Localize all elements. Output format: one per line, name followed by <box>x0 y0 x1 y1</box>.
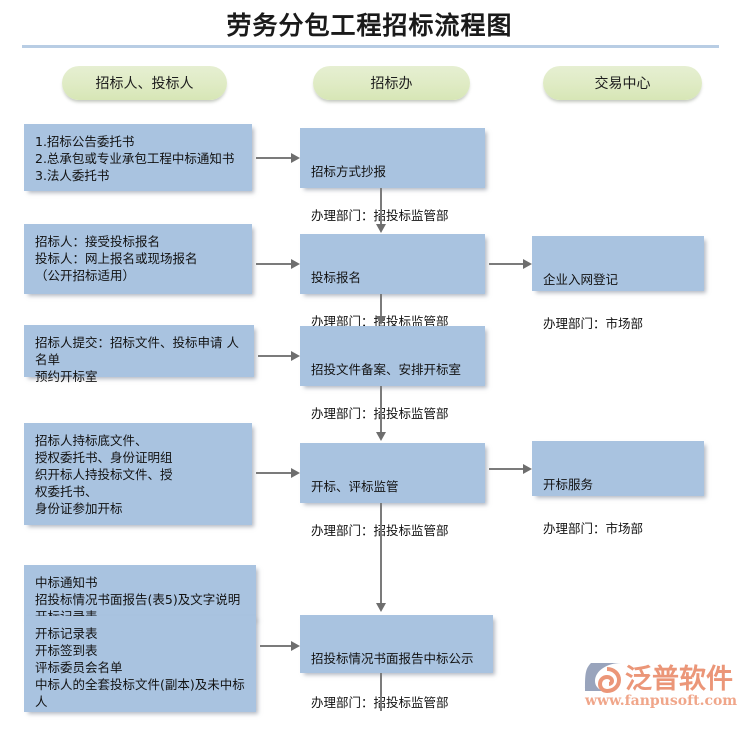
node-bidder-4[interactable]: 招标人持标底文件、 授权委托书、身份证明组 织开标人持投标文件、授 权委托书、 … <box>24 423 252 525</box>
node-center-2-line2: 办理部门：市场部 <box>543 521 644 536</box>
arrowhead-bidder6-to-office5-icon <box>291 641 300 651</box>
fanpusoft-logo-icon <box>585 663 622 694</box>
node-office-3-line1: 招投文件备案、安排开标室 <box>311 362 462 377</box>
arrowhead-office1-to-office2-icon <box>376 224 386 233</box>
node-office-3[interactable]: 招投文件备案、安排开标室 办理部门：招投标监管部 <box>300 326 485 421</box>
node-office-1-line1: 招标方式抄报 <box>311 164 387 179</box>
title-divider <box>22 45 719 48</box>
watermark-brand: 泛普软件 <box>625 664 733 695</box>
watermark-fanpusoft: 泛普软件 www.fanpusoft.com <box>581 655 737 717</box>
connector-bidder6-to-office5 <box>260 645 292 647</box>
lane-header-bidder: 招标人、投标人 <box>62 66 227 100</box>
node-office-3-line2: 办理部门：招投标监管部 <box>311 403 474 425</box>
lane-header-center-label: 交易中心 <box>594 76 651 92</box>
arrowhead-office3-to-office4-icon <box>376 432 386 441</box>
arrowhead-bidder2-to-office2-icon <box>291 259 300 269</box>
node-office-4-line1: 开标、评标监管 <box>311 479 399 494</box>
arrowhead-bidder3-to-office3-icon <box>291 351 300 361</box>
lane-header-office: 招标办 <box>313 66 470 100</box>
lane-header-bidder-label: 招标人、投标人 <box>95 76 194 92</box>
connector-office2-to-center1 <box>489 263 524 265</box>
node-bidder-5[interactable]: 中标通知书 招投标情况书面报告(表5)及文字说明 开标记录表 <box>24 565 256 620</box>
node-office-4-line2: 办理部门：招投标监管部 <box>311 520 474 542</box>
arrowhead-office2-to-office3-icon <box>376 316 386 325</box>
lane-header-office-label: 招标办 <box>370 76 413 92</box>
lane-header-center: 交易中心 <box>543 66 702 100</box>
connector-office4-to-office5 <box>380 503 382 605</box>
node-bidder-6[interactable]: 开标记录表 开标签到表 评标委员会名单 中标人的全套投标文件(副本)及未中标人 … <box>24 616 256 712</box>
connector-bidder4-to-office4 <box>256 472 292 474</box>
node-center-2-line1: 开标服务 <box>543 477 594 492</box>
arrowhead-office4-to-office5-icon <box>376 603 386 612</box>
watermark-url: www.fanpusoft.com <box>585 693 738 709</box>
connector-bidder2-to-office2 <box>256 263 292 265</box>
connector-bidder3-to-office3 <box>258 355 292 357</box>
node-center-1-line1: 企业入网登记 <box>543 272 619 287</box>
node-office-2[interactable]: 投标报名 办理部门：招投标监管部 <box>300 234 485 329</box>
node-center-2[interactable]: 开标服务 办理部门：市场部 <box>532 441 704 536</box>
connector-office2-to-office3 <box>380 294 382 318</box>
node-bidder-3[interactable]: 招标人提交：招标文件、投标申请 人名单 预约开标室 <box>24 325 254 384</box>
connector-office3-to-office4 <box>380 386 382 434</box>
node-office-5-line1: 招投标情况书面报告中标公示 <box>311 651 474 666</box>
node-office-5-line2: 办理部门：招投标监管部 <box>311 692 482 714</box>
arrowhead-office4-to-center2-icon <box>523 464 532 474</box>
node-office-1[interactable]: 招标方式抄报 办理部门：招投标监管部 <box>300 128 485 223</box>
connector-office5-outflow <box>380 673 382 711</box>
connector-bidder1-to-office1 <box>256 157 292 159</box>
node-bidder-1[interactable]: 1.招标公告委托书 2.总承包或专业承包工程中标通知书 3.法人委托书 <box>24 124 252 191</box>
node-bidder-2[interactable]: 招标人：接受投标报名 投标人：网上报名或现场报名 （公开招标适用） <box>24 224 252 294</box>
arrowhead-office2-to-center1-icon <box>523 259 532 269</box>
arrowhead-bidder4-to-office4-icon <box>291 468 300 478</box>
node-center-1-line2: 办理部门：市场部 <box>543 316 644 331</box>
node-center-1[interactable]: 企业入网登记 办理部门：市场部 <box>532 236 704 331</box>
connector-office4-to-center2 <box>489 468 524 470</box>
arrowhead-bidder1-to-office1-icon <box>291 153 300 163</box>
node-office-2-line1: 投标报名 <box>311 270 362 285</box>
connector-office1-to-office2 <box>380 188 382 226</box>
node-office-4[interactable]: 开标、评标监管 办理部门：招投标监管部 <box>300 443 485 538</box>
node-office-1-line2: 办理部门：招投标监管部 <box>311 205 474 227</box>
node-office-5[interactable]: 招投标情况书面报告中标公示 办理部门：招投标监管部 <box>300 615 493 710</box>
page-title: 劳务分包工程招标流程图 <box>226 11 513 40</box>
